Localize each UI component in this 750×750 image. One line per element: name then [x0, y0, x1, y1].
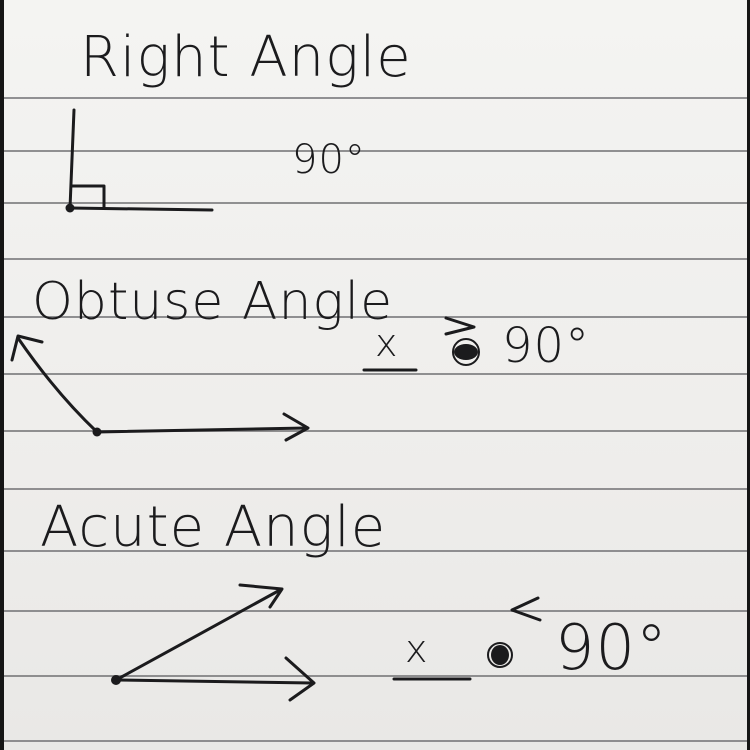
- acute-variable: x: [405, 627, 428, 671]
- acute-angle-degrees: 90°: [555, 611, 668, 684]
- obtuse-scribble-ring: [452, 338, 480, 366]
- obtuse-angle-vertex-dot: [92, 427, 102, 437]
- right-angle-square-mark: [70, 184, 106, 210]
- obtuse-angle-title: Obtuse Angle: [32, 272, 394, 332]
- acute-angle-vertex-dot: [111, 675, 121, 685]
- acute-angle-lower-ray: [114, 678, 314, 685]
- right-angle-vertex-dot: [65, 203, 75, 213]
- obtuse-greater-than-symbol: [444, 316, 476, 336]
- ruled-line: [0, 258, 750, 260]
- obtuse-angle-degrees: 90°: [502, 318, 591, 374]
- ruled-line: [0, 488, 750, 490]
- ruled-line: [0, 202, 750, 204]
- ruled-line: [0, 675, 750, 677]
- obtuse-angle-left-arrowhead: [10, 334, 44, 362]
- ruled-line: [0, 97, 750, 99]
- ruled-line: [0, 430, 750, 432]
- acute-scribble-ring: [487, 642, 513, 668]
- ruled-line: [0, 150, 750, 152]
- right-angle-title: Right Angle: [80, 25, 412, 90]
- obtuse-angle-right-ray: [95, 426, 309, 434]
- right-angle-horizontal-ray: [68, 206, 214, 212]
- ruled-line: [0, 316, 750, 318]
- obtuse-variable: x: [375, 321, 398, 365]
- obtuse-angle-figure: [10, 316, 476, 442]
- acute-angle-upper-ray: [114, 588, 282, 682]
- ruled-line: [0, 740, 750, 742]
- acute-angle-lower-arrowhead: [284, 656, 316, 702]
- acute-angle-figure: [114, 583, 542, 702]
- acute-scribble-dot: [491, 645, 509, 665]
- obtuse-angle-left-ray: [16, 336, 99, 434]
- right-angle-figure: [68, 108, 214, 212]
- ruled-line: [0, 373, 750, 375]
- obtuse-scribble-dot: [454, 344, 478, 360]
- obtuse-angle-right-arrowhead: [282, 412, 310, 442]
- acute-angle-upper-arrowhead: [238, 583, 284, 609]
- right-angle-degrees: 90°: [292, 137, 366, 183]
- acute-less-than-symbol: [510, 596, 542, 622]
- ruled-line: [0, 610, 750, 612]
- right-angle-vertical-ray: [68, 108, 76, 210]
- ruled-line: [0, 550, 750, 552]
- acute-angle-title: Acute Angle: [40, 495, 387, 560]
